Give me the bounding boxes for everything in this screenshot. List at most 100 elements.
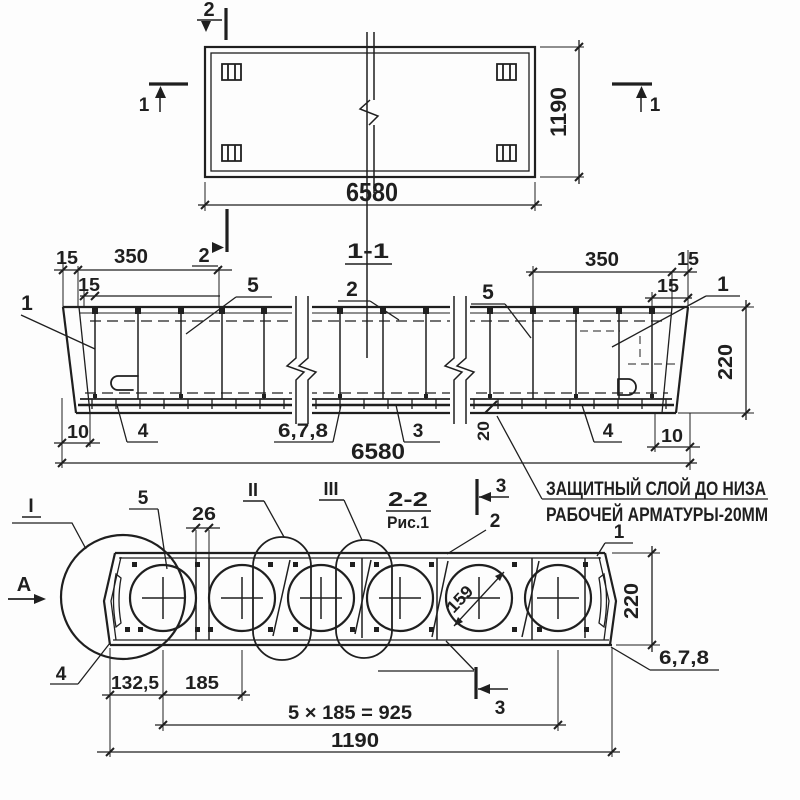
cut-arrow-icon — [212, 242, 224, 253]
dim-10-right: 10 — [661, 426, 683, 446]
lifting-loops — [221, 63, 517, 162]
sec11-top-dimensions: 15 350 15 350 15 15 — [54, 246, 699, 307]
cut-arrow-icon — [155, 86, 166, 98]
sec22-pos-2-label: 2 — [446, 511, 501, 555]
sec11-position-labels: 1 5 2 5 1 — [20, 273, 740, 350]
plan-cut-2-marker: 2 — [197, 0, 228, 40]
beam-longitudinal-section — [61, 294, 690, 428]
lifting-loop-icon — [221, 63, 517, 162]
pos-4-right: 4 — [603, 421, 614, 442]
rib-stirrup-legs — [195, 558, 586, 640]
detail-i-circle — [59, 533, 187, 661]
dim-925: 5 × 185 = 925 — [288, 703, 412, 724]
dim-220: 220 — [715, 344, 737, 380]
cut-arrow-icon — [479, 492, 491, 502]
pos-6-7-8: 6,7,8 — [659, 648, 709, 669]
core-center-crosses — [142, 577, 579, 619]
sec22-pos-4: 4 — [50, 642, 111, 685]
note-leader — [496, 415, 768, 500]
sec22-bottom-dimensions: 132,5 185 5 × 185 = 925 1190 — [97, 648, 620, 757]
bar-hook-left — [110, 375, 139, 391]
sec22-pos-678: 6,7,8 — [610, 646, 719, 671]
pos-4-left: 4 — [138, 421, 149, 442]
break-symbol-right — [443, 296, 476, 424]
core-6 — [523, 563, 593, 633]
sec11-bottom-dimensions: 10 10 6580 4 6,7,8 3 4 20 — [54, 398, 768, 500]
section-2-2-title: 2-2 Рис.1 — [386, 489, 431, 532]
pos-5-left: 5 — [247, 274, 259, 297]
core-5 — [444, 563, 514, 633]
pos-1-right: 1 — [717, 273, 729, 296]
dim-15-left: 15 — [56, 248, 78, 268]
plan-length-value: 6580 — [346, 177, 398, 207]
figure-caption: Рис.1 — [387, 513, 429, 532]
dim-132-5: 132,5 — [111, 673, 159, 693]
pos-2: 2 — [490, 511, 501, 532]
hollow-cores — [128, 563, 593, 633]
core-4 — [365, 563, 435, 633]
note-line-2: РАБОЧЕЙ АРМАТУРЫ-20ММ — [546, 504, 768, 526]
end-anchor-dashed — [580, 330, 678, 365]
rib-stirrup-diagonals — [272, 559, 540, 638]
cut-arrow-icon — [636, 86, 647, 98]
sec22-cut-3-bottom-marker: 3 — [378, 640, 508, 719]
sec11-height-dimension: 220 — [678, 300, 754, 420]
dim-1190: 1190 — [331, 730, 379, 752]
stirrups — [94, 313, 653, 399]
beam-right-edge — [674, 306, 690, 414]
section-2-2-title-text: 2-2 — [388, 489, 428, 511]
section-1-1-title-text: 1-1 — [347, 240, 389, 263]
left-edge-groove — [112, 572, 122, 629]
slab-plan-outline — [203, 45, 537, 179]
cut-2-label: 2 — [198, 245, 209, 267]
sec11-cut-2-marker: 2 — [192, 209, 229, 267]
sec22-height-dimension: 220 — [612, 546, 660, 652]
pos-1-left: 1 — [21, 292, 33, 315]
pos-2: 2 — [346, 278, 358, 301]
cut-3-top-label: 3 — [496, 476, 507, 497]
section-1-1-title: 1-1 — [345, 240, 392, 265]
plan-width-value: 1190 — [546, 87, 571, 137]
pos-3: 3 — [413, 421, 424, 442]
dim-6580: 6580 — [351, 439, 405, 464]
cut-2-label: 2 — [203, 0, 214, 21]
break-symbol-left — [285, 296, 318, 424]
pos-5-right: 5 — [482, 281, 494, 304]
pos-6-7-8: 6,7,8 — [278, 421, 328, 442]
left-edge — [102, 552, 117, 646]
plan-view: 2 1 1 6580 1190 — [139, 0, 661, 358]
dim-15-left-inner: 15 — [78, 275, 100, 295]
plan-break-symbol — [358, 32, 380, 358]
plan-length-dimension: 6580 — [198, 177, 542, 211]
detail-ii-text: II — [248, 480, 258, 500]
dim-15-right: 15 — [677, 249, 699, 269]
sec22-cut-3-top-marker: 3 — [475, 476, 509, 515]
view-arrow-icon — [34, 594, 46, 604]
detail-ii-capsule — [252, 536, 312, 661]
plan-cut-1-left-marker: 1 — [139, 82, 188, 116]
pos-5: 5 — [138, 488, 149, 509]
plan-width-dimension: 1190 — [540, 40, 584, 184]
right-edge — [603, 552, 618, 646]
sec22-top-labels: 5 26 II III 1 — [129, 479, 633, 570]
dim-10-left: 10 — [67, 422, 89, 442]
dim-350-left: 350 — [114, 246, 148, 268]
detail-i-label: I — [12, 496, 87, 550]
cut-1-right-label: 1 — [650, 95, 661, 116]
cut-arrow-icon — [478, 684, 490, 694]
plan-cut-1-right-marker: 1 — [612, 82, 661, 116]
detail-iii-text: III — [323, 479, 338, 499]
pos-4: 4 — [56, 664, 67, 685]
cut-arrow-icon — [201, 21, 211, 32]
cut-1-left-label: 1 — [139, 95, 150, 116]
bottom-mesh-ticks — [91, 399, 667, 409]
right-edge-groove — [598, 572, 608, 629]
dim-185: 185 — [185, 673, 219, 693]
slab-plan-inner-edge — [210, 52, 530, 172]
beam-left-edge — [61, 306, 78, 414]
detail-i-text: I — [28, 496, 33, 517]
view-a-label: А — [17, 574, 31, 596]
view-a-marker: А — [8, 574, 46, 604]
